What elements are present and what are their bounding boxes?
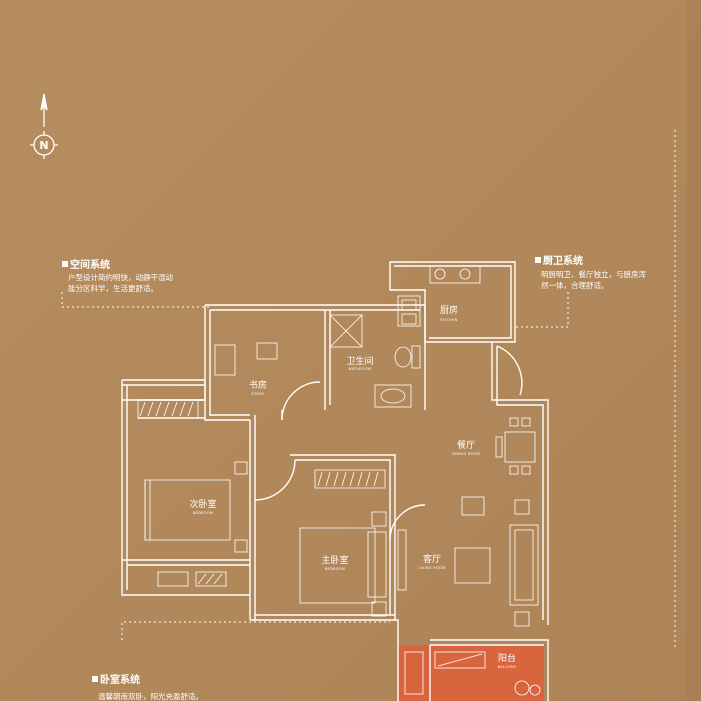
room-sublabel-bathroom: BATHROOM bbox=[349, 367, 372, 371]
note-space-system: 空间系统 户型设计简约明快，动静干湿动 能分区科学，生活更舒适。 bbox=[62, 258, 173, 293]
room-sublabel-living: LIVING ROOM bbox=[418, 566, 445, 570]
room-labels: 厨房 KITCHEN 卫生间 BATHROOM 书房 STUDY 餐厅 DINI… bbox=[189, 304, 516, 669]
room-label-dining: 餐厅 bbox=[457, 439, 475, 451]
compass-letter: N bbox=[39, 139, 48, 152]
note-kitchen-bath-system: 厨卫系统 明厨明卫、餐厅独立，与厨房浑 然一体，合理舒适。 bbox=[535, 254, 646, 290]
room-label-living: 客厅 bbox=[423, 553, 441, 565]
room-label-second-bedroom: 次卧室 bbox=[189, 498, 216, 510]
room-label-bathroom: 卫生间 bbox=[346, 355, 373, 367]
note-title: 厨卫系统 bbox=[543, 254, 583, 267]
room-sublabel-study: STUDY bbox=[251, 392, 265, 396]
fixtures bbox=[137, 265, 541, 696]
note-title: 卧室系统 bbox=[100, 673, 140, 686]
room-sublabel-balcony: BALCONY bbox=[498, 665, 517, 669]
room-sublabel-kitchen: KITCHEN bbox=[440, 318, 457, 322]
note-line: 户型设计简约明快，动静干湿动 bbox=[68, 272, 173, 282]
note-line: 然一体，合理舒适。 bbox=[541, 280, 609, 290]
room-sublabel-second-bedroom: BEDROOM bbox=[193, 511, 213, 515]
balcony-area bbox=[398, 645, 544, 701]
room-label-master-bedroom: 主卧室 bbox=[321, 554, 348, 566]
note-line: 能分区科学，生活更舒适。 bbox=[68, 283, 158, 293]
note-line: 温馨朝南双卧，阳光充盈舒适。 bbox=[98, 691, 203, 701]
note-title: 空间系统 bbox=[70, 258, 110, 271]
note-bedroom-system: 卧室系统 温馨朝南双卧，阳光充盈舒适。 bbox=[92, 673, 203, 701]
leader-lines bbox=[61, 130, 676, 650]
room-label-balcony: 阳台 bbox=[498, 652, 516, 664]
north-compass-icon bbox=[30, 93, 58, 159]
room-label-study: 书房 bbox=[249, 379, 267, 391]
note-line: 明厨明卫、餐厅独立，与厨房浑 bbox=[541, 269, 646, 279]
room-sublabel-dining: DINING ROOM bbox=[452, 452, 480, 456]
room-label-kitchen: 厨房 bbox=[440, 304, 458, 316]
room-sublabel-master-bedroom: BEDROOM bbox=[325, 567, 345, 571]
